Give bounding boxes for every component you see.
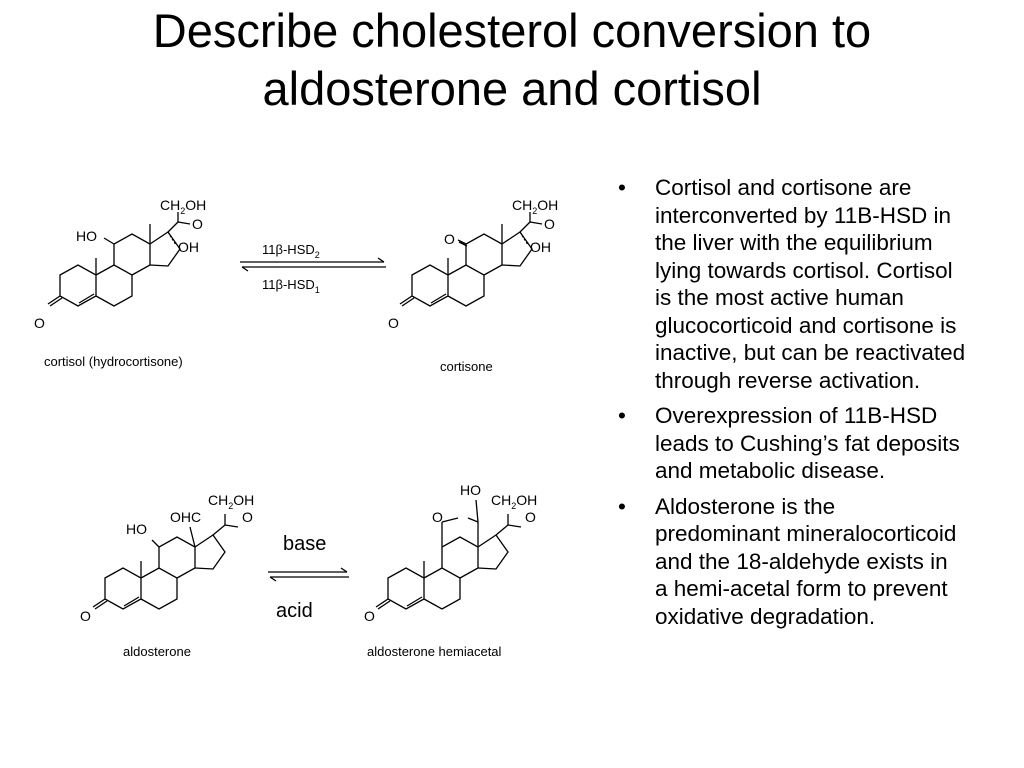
steroid-reaction-diagram: CH2OH O OH HO O cortisol (hydrocortisone…: [34, 197, 558, 659]
base-condition-label: base: [283, 533, 326, 555]
aldosterone-ch2oh-label: CH2OH: [208, 492, 254, 511]
bullet-line: Cortisol and cortisone are: [655, 175, 912, 200]
cortisone-oh-label: OH: [530, 239, 551, 255]
enzyme-11b-hsd1: 11β-HSD1: [262, 277, 320, 295]
hemiacetal-ring-o: O: [432, 509, 443, 525]
bullet-line: interconverted by 11B-HSD in: [655, 202, 951, 228]
cortisol-label: cortisol (hydrocortisone): [44, 354, 183, 369]
bullet-line: glucocorticoid and cortisone is: [655, 312, 957, 338]
bullet-line: and the 18-aldehyde exists in: [655, 548, 948, 574]
bottom-equilibrium-arrows: [268, 567, 349, 582]
cortisone-o-label: O: [388, 315, 399, 331]
title-line-2: aldosterone and cortisol: [262, 62, 762, 115]
bullet-line: the liver with the equilibrium: [655, 230, 933, 255]
cortisone-ch2oh-label: CH2OH: [512, 197, 558, 216]
cortisol-structure: [47, 212, 191, 307]
cortisol-ho-label: HO: [76, 228, 97, 244]
aldosterone-structure: [92, 514, 239, 610]
cortisone-ketone-o: O: [544, 216, 555, 232]
bullet-line: through reverse activation.: [655, 367, 921, 393]
aldosterone-hemiacetal-structure: [375, 499, 522, 610]
bullet-item: Overexpression of 11B-HSD leads to Cushi…: [618, 402, 1024, 485]
aldosterone-ohc-label: OHC: [170, 509, 201, 525]
cortisol-o-label: O: [34, 315, 45, 331]
hemiacetal-ketone-o: O: [525, 509, 536, 525]
bullet-line: oxidative degradation.: [655, 603, 876, 629]
bullet-line: is the most active human: [655, 285, 904, 310]
aldosterone-o-label: O: [80, 608, 91, 624]
enzyme-11b-hsd2: 11β-HSD2: [262, 242, 320, 260]
bullet-list: Cortisol and cortisone are interconverte…: [618, 174, 1024, 638]
bullet-line: Overexpression of 11B-HSD: [655, 403, 938, 428]
bullet-line: predominant mineralocorticoid: [655, 521, 957, 546]
title-line-1: Describe cholesterol conversion to: [152, 4, 872, 57]
bullet-line: leads to Cushing’s fat deposits: [655, 430, 960, 456]
cortisol-oh-label: OH: [178, 239, 199, 255]
bullet-line: lying towards cortisol. Cortisol: [655, 257, 953, 283]
aldosterone-label: aldosterone: [123, 644, 191, 659]
cortisone-label: cortisone: [440, 359, 493, 374]
aldosterone-hemiacetal-label: aldosterone hemiacetal: [367, 644, 502, 659]
bullet-line: and metabolic disease.: [655, 458, 886, 483]
bullet-item: Aldosterone is the predominant mineraloc…: [618, 493, 1024, 631]
hemiacetal-ch2oh-label: CH2OH: [491, 492, 537, 511]
slide-title: Describe cholesterol conversion to aldos…: [0, 2, 1024, 118]
aldosterone-ketone-o: O: [242, 509, 253, 525]
aldosterone-ho-label: HO: [126, 521, 147, 537]
cortisone-structure: [399, 212, 543, 307]
bullet-line: a hemi-acetal form to prevent: [655, 576, 948, 601]
bullet-line: Aldosterone is the: [655, 493, 836, 519]
hemiacetal-ho-label: HO: [460, 482, 481, 498]
hemiacetal-o-label: O: [364, 608, 375, 624]
cortisol-ch2oh-label: CH2OH: [160, 197, 206, 216]
top-equilibrium-arrows: [240, 257, 386, 272]
bullet-item: Cortisol and cortisone are interconverte…: [618, 174, 1024, 394]
bullet-line: inactive, but can be reactivated: [655, 340, 966, 365]
cortisol-ketone-o: O: [192, 216, 203, 232]
cortisone-c11-o-label: O: [444, 231, 455, 247]
acid-condition-label: acid: [276, 600, 313, 622]
